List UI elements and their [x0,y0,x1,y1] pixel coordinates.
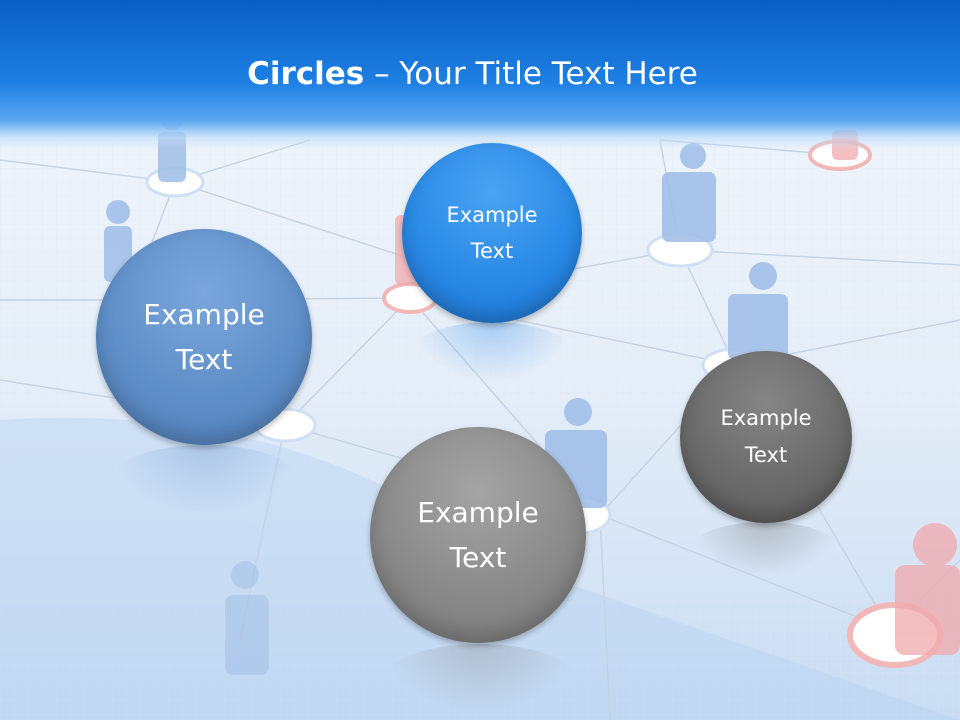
circle-top-line2: Text [470,239,514,263]
circle-reflection-left [110,445,300,515]
circle-right-line1: Example [720,406,812,430]
title-bar [0,0,960,150]
circle-left-line1: Example [143,298,265,331]
circle-bottom-line1: Example [417,496,539,529]
circle-left-line2: Text [175,343,233,376]
circle-bottom-line2: Text [449,541,507,574]
circle-top-line1: Example [446,203,538,227]
circle-right-line2: Text [744,443,788,467]
title-bold: Circles [247,56,365,92]
slide-title: Circles – Your Title Text Here [0,52,945,96]
title-rest: – Your Title Text Here [364,56,698,92]
circle-reflection-bottom [385,644,575,714]
circle-reflection-top [412,322,572,382]
circle-reflection-right [690,522,840,577]
